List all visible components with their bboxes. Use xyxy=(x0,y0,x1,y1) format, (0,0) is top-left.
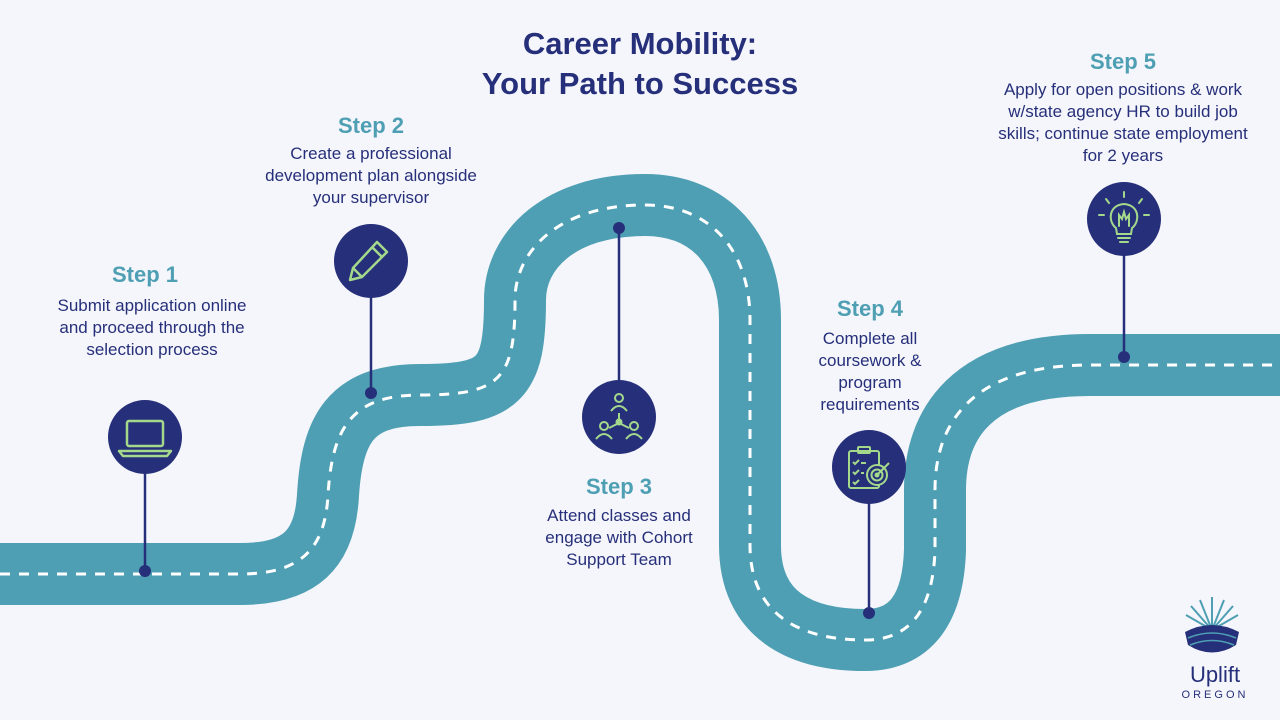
step1-marker xyxy=(108,400,182,577)
step3-description: Attend classes and engage with Cohort Su… xyxy=(545,506,693,569)
title-line-2: Your Path to Success xyxy=(481,66,799,101)
step5-description: Apply for open positions & work w/state … xyxy=(998,80,1248,165)
step1-description: Submit application online and proceed th… xyxy=(57,296,247,359)
page-title: Career Mobility: Your Path to Success xyxy=(440,24,840,104)
people-network-icon xyxy=(595,393,643,440)
step3-heading: Step 3 xyxy=(585,474,653,499)
uplift-oregon-logo-mark xyxy=(1185,597,1239,653)
road-center-line xyxy=(0,203,1280,642)
step1-heading: Step 1 xyxy=(111,262,179,287)
title-line-1: Career Mobility: xyxy=(522,26,758,61)
pencil-icon xyxy=(348,240,389,282)
logo-subtitle: OREGON xyxy=(1181,689,1249,701)
logo-name: Uplift xyxy=(1189,662,1241,687)
step2-description: Create a professional development plan a… xyxy=(265,144,477,207)
step4-marker xyxy=(832,430,906,619)
step5-heading: Step 5 xyxy=(1089,49,1157,74)
lightbulb-icon xyxy=(1098,191,1150,243)
step4-heading: Step 4 xyxy=(836,296,904,321)
step3-marker xyxy=(582,222,656,454)
step2-marker xyxy=(334,224,408,399)
step5-marker xyxy=(1087,182,1161,363)
step4-description: Complete all coursework & program requir… xyxy=(818,329,922,414)
laptop-icon xyxy=(117,419,173,458)
step2-heading: Step 2 xyxy=(337,113,405,138)
checklist-target-icon xyxy=(848,446,890,489)
